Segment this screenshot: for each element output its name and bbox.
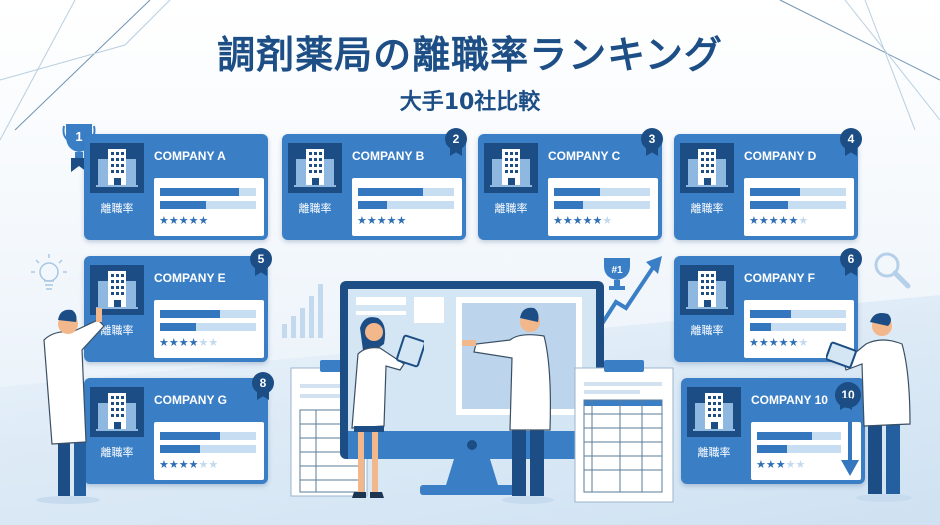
page-subtitle: 大手10社比較 — [399, 90, 541, 115]
rank-badge: 3 — [641, 128, 663, 150]
turnover-label: 離職率 — [690, 202, 724, 215]
company-card-d[interactable]: 離職率 COMPANY D ★★★★★★ 4 — [674, 128, 862, 240]
metric-bar — [554, 201, 650, 209]
svg-text:#1: #1 — [611, 265, 623, 276]
turnover-label: 離職率 — [100, 202, 134, 215]
building-icon — [687, 387, 741, 437]
metric-bar — [757, 432, 841, 440]
metric-bar — [160, 310, 256, 318]
company-name: COMPANY 10 — [751, 393, 828, 407]
down-arrow-icon — [841, 422, 859, 476]
metric-bar — [160, 323, 256, 331]
company-card-g[interactable]: 離職率 COMPANY G ★★★★★★ 8 — [84, 372, 274, 484]
metric-bar — [160, 201, 256, 209]
pharmacist-figure — [36, 308, 105, 504]
company-card-a[interactable]: 離職率 COMPANY A ★★★★★ — [84, 134, 268, 240]
company-card-b[interactable]: 離職率 COMPANY B ★★★★★ 2 — [282, 128, 467, 240]
turnover-label: 離職率 — [298, 202, 332, 215]
star-rating: ★★★★★★ — [749, 214, 809, 227]
company-name: COMPANY F — [744, 271, 815, 285]
star-rating: ★★★★★ — [756, 458, 806, 471]
star-rating: ★★★★★★ — [159, 336, 219, 349]
company-name: COMPANY C — [548, 149, 621, 163]
lightbulb-icon — [31, 254, 67, 290]
metric-bar — [554, 188, 650, 196]
page-title: 調剤薬局の離職率ランキング — [217, 33, 723, 77]
rank-badge: 8 — [252, 372, 274, 394]
pharmacist-figure — [826, 313, 912, 502]
turnover-label: 離職率 — [697, 446, 731, 459]
metric-bar — [160, 188, 256, 196]
metric-bar — [750, 201, 846, 209]
company-name: COMPANY A — [154, 149, 226, 163]
turnover-label: 離職率 — [100, 324, 134, 337]
building-icon — [90, 265, 144, 315]
building-icon — [680, 143, 734, 193]
metrics-panel: ★★★★★ — [751, 422, 861, 480]
rank-badge: 2 — [445, 128, 467, 150]
pharmacist-figure — [351, 317, 424, 498]
metric-bar — [358, 188, 454, 196]
building-icon — [90, 143, 144, 193]
pharmacist-figure — [462, 307, 554, 504]
metric-bar — [750, 310, 846, 318]
company-card-f[interactable]: 離職率 COMPANY F ★★★★★★ 6 — [674, 248, 862, 362]
metric-bar — [750, 188, 846, 196]
building-icon — [288, 143, 342, 193]
company-card-c[interactable]: 離職率 COMPANY C ★★★★★★ 3 — [478, 128, 663, 240]
metrics-panel: ★★★★★★ — [548, 178, 658, 236]
company-card-e[interactable]: 離職率 COMPANY E ★★★★★★ 5 — [84, 248, 272, 362]
company-name: COMPANY E — [154, 271, 226, 285]
star-rating: ★★★★★★ — [749, 336, 809, 349]
growth-arrow-icon: #1 — [596, 256, 662, 332]
magnifier-icon — [874, 252, 911, 289]
turnover-label: 離職率 — [100, 446, 134, 459]
metric-bar — [757, 445, 841, 453]
rank-badge: 10 — [835, 382, 861, 408]
svg-text:1: 1 — [75, 129, 82, 144]
metric-bar — [358, 201, 454, 209]
metrics-panel: ★★★★★★ — [154, 422, 264, 480]
rank-badge: 4 — [840, 128, 862, 150]
company-name: COMPANY G — [154, 393, 227, 407]
star-rating: ★★★★★ — [357, 214, 407, 227]
building-icon — [484, 143, 538, 193]
clipboard-icon — [574, 360, 674, 503]
company-name: COMPANY B — [352, 149, 425, 163]
metrics-panel: ★★★★★★ — [154, 300, 264, 358]
turnover-label: 離職率 — [690, 324, 724, 337]
rank-badge: 6 — [840, 248, 862, 270]
metrics-panel: ★★★★★ — [352, 178, 462, 236]
turnover-label: 離職率 — [494, 202, 528, 215]
star-rating: ★★★★★ — [159, 214, 209, 227]
star-rating: ★★★★★★ — [553, 214, 613, 227]
rank-badge: 5 — [250, 248, 272, 270]
metrics-panel: ★★★★★ — [154, 178, 264, 236]
company-card-10[interactable]: 離職率 COMPANY 10 ★★★★★ 10 — [681, 378, 865, 484]
metrics-panel: ★★★★★★ — [744, 178, 854, 236]
metric-bar — [750, 323, 846, 331]
metric-bar — [160, 432, 256, 440]
building-icon — [680, 265, 734, 315]
bar-chart-icon — [282, 284, 323, 338]
metric-bar — [160, 445, 256, 453]
building-icon — [90, 387, 144, 437]
star-rating: ★★★★★★ — [159, 458, 219, 471]
company-name: COMPANY D — [744, 149, 817, 163]
